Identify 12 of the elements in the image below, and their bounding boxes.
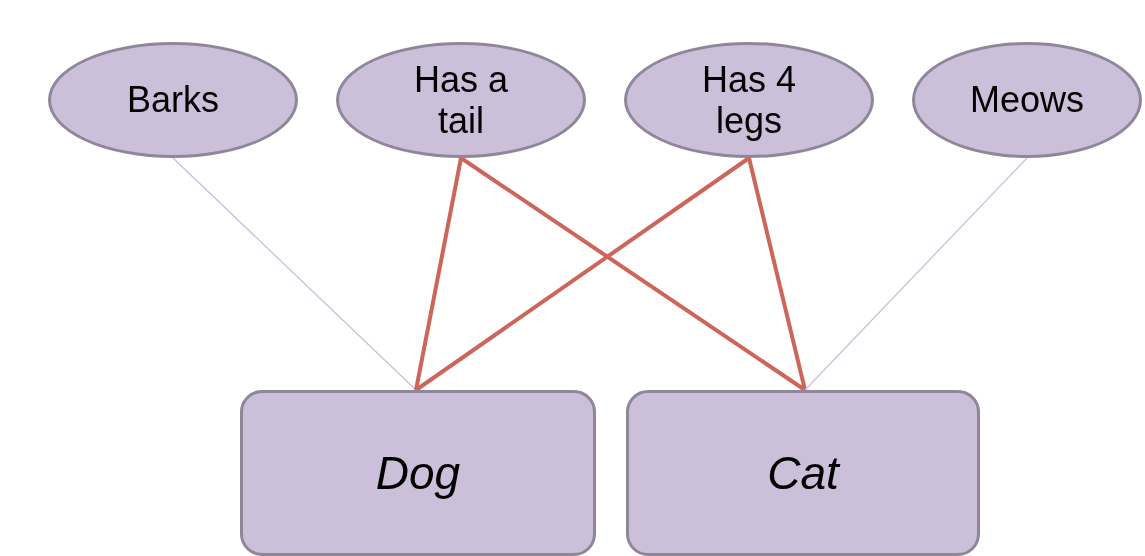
node-label: Has 4 legs [700,58,797,142]
node-label: Cat [767,446,839,500]
animal-box [626,390,980,556]
animal-box [240,390,596,556]
node-label: Meows [970,79,1084,121]
node-label: Barks [127,79,219,121]
connector-line [804,157,1028,391]
connector-line [172,157,417,391]
node-label: Has a tail [412,58,509,142]
connector-line [414,157,463,391]
node-label: Dog [375,446,461,500]
connector-line [747,157,807,391]
